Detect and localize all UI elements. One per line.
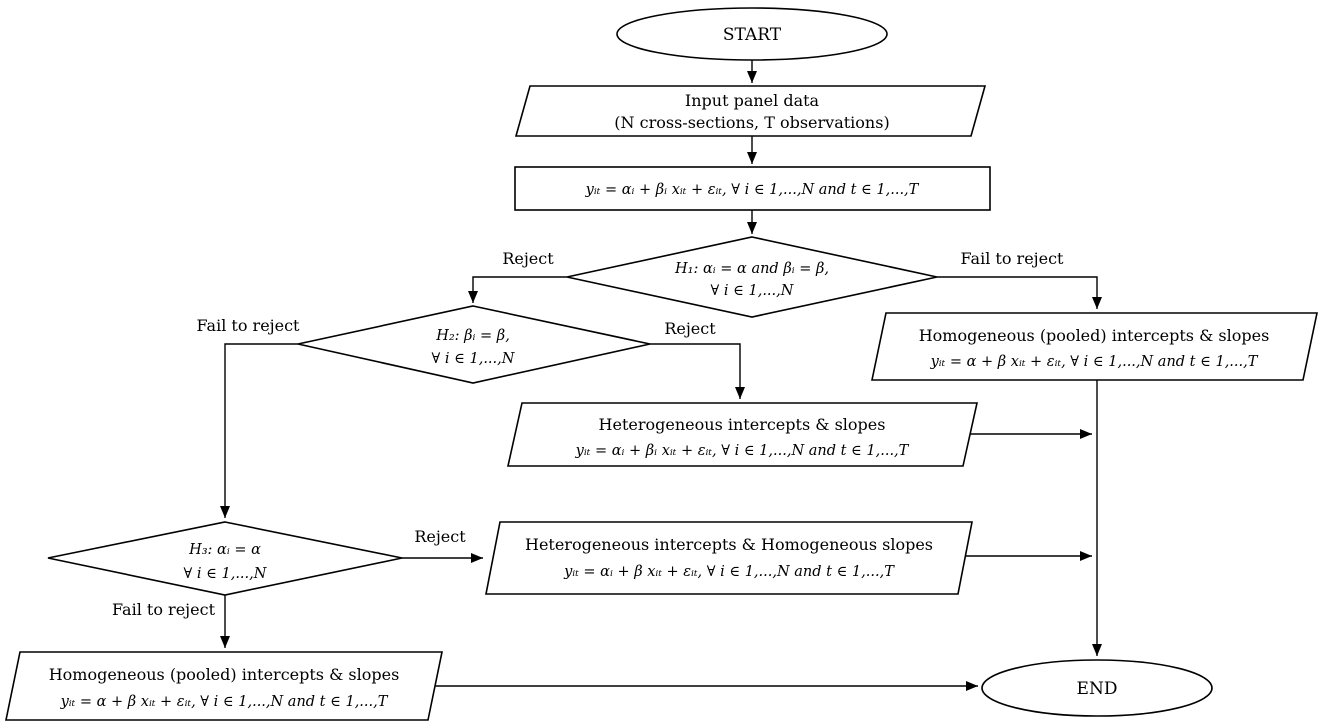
h2-line2: ∀ i ∈ 1,...,N — [432, 351, 516, 367]
pooled-top-right-node: Homogeneous (pooled) intercepts & slopes… — [871, 312, 1318, 381]
model-equation-node: yᵢₜ = αᵢ + βᵢ xᵢₜ + εᵢₜ, ∀ i ∈ 1,...,N a… — [514, 166, 991, 211]
h3-decision-node: H₃: αᵢ = α ∀ i ∈ 1,...,N — [47, 521, 403, 596]
model-equation: yᵢₜ = αᵢ + βᵢ xᵢₜ + εᵢₜ, ∀ i ∈ 1,...,N a… — [585, 182, 920, 198]
hetero-intercepts-homo-slopes-node: Heterogeneous intercepts & Homogeneous s… — [485, 521, 973, 595]
heterogeneous-node: Heterogeneous intercepts & slopes yᵢₜ = … — [507, 402, 978, 467]
edge-label-h1-reject: Reject — [502, 249, 554, 268]
h3-line1: H₃: αᵢ = α — [188, 542, 261, 558]
edge-h2-fail-to-h3: Fail to reject — [197, 316, 301, 518]
hetero-homo-equation: yᵢₜ = αᵢ + β xᵢₜ + εᵢₜ, ∀ i ∈ 1,...,N an… — [563, 564, 895, 580]
edge-label-h2-fail: Fail to reject — [197, 316, 301, 335]
input-line2: (N cross-sections, T observations) — [614, 113, 889, 132]
end-node: END — [981, 659, 1213, 717]
pooled-bottom-left-equation: yᵢₜ = α + β xᵢₜ + εᵢₜ, ∀ i ∈ 1,...,N and… — [60, 694, 389, 710]
edge-h3-fail-to-pooled-bottom: Fail to reject — [112, 595, 230, 648]
edge-label-h2-reject: Reject — [664, 319, 716, 338]
hetero-homo-title: Heterogeneous intercepts & Homogeneous s… — [525, 535, 933, 554]
h1-line2: ∀ i ∈ 1,...,N — [711, 283, 795, 299]
edge-h3-reject-to-hetero-homo: Reject — [402, 527, 483, 563]
edge-label-h3-fail: Fail to reject — [112, 600, 216, 619]
pooled-bottom-left-node: Homogeneous (pooled) intercepts & slopes… — [5, 651, 443, 721]
h3-line2: ∀ i ∈ 1,...,N — [184, 566, 268, 582]
edge-h1-fail-to-pooled-right: Fail to reject — [937, 249, 1102, 309]
h2-decision-node: H₂: βᵢ = β, ∀ i ∈ 1,...,N — [297, 305, 651, 384]
h1-decision-node: H₁: αᵢ = α and βᵢ = β, ∀ i ∈ 1,...,N — [566, 236, 938, 318]
edge-label-h1-fail: Fail to reject — [961, 249, 1065, 268]
pooled-top-right-title: Homogeneous (pooled) intercepts & slopes — [919, 326, 1270, 345]
start-node: START — [616, 7, 888, 61]
start-label: START — [723, 25, 782, 45]
end-label: END — [1077, 679, 1118, 699]
pooled-bottom-left-title: Homogeneous (pooled) intercepts & slopes — [49, 665, 400, 684]
input-panel-data-node: Input panel data (N cross-sections, T ob… — [514, 85, 987, 137]
h1-line1: H₁: αᵢ = α and βᵢ = β, — [674, 261, 829, 277]
edge-label-h3-reject: Reject — [414, 527, 466, 546]
h2-line1: H₂: βᵢ = β, — [435, 328, 510, 344]
heterogeneous-title: Heterogeneous intercepts & slopes — [599, 415, 886, 434]
heterogeneous-equation: yᵢₜ = αᵢ + βᵢ xᵢₜ + εᵢₜ, ∀ i ∈ 1,...,N a… — [575, 443, 910, 459]
edge-h1-reject-to-h2: Reject — [468, 249, 567, 303]
edge-h2-reject-to-heterogeneous: Reject — [650, 319, 745, 399]
input-line1: Input panel data — [685, 91, 820, 110]
pooled-top-right-equation: yᵢₜ = α + β xᵢₜ + εᵢₜ, ∀ i ∈ 1,...,N and… — [930, 354, 1259, 370]
